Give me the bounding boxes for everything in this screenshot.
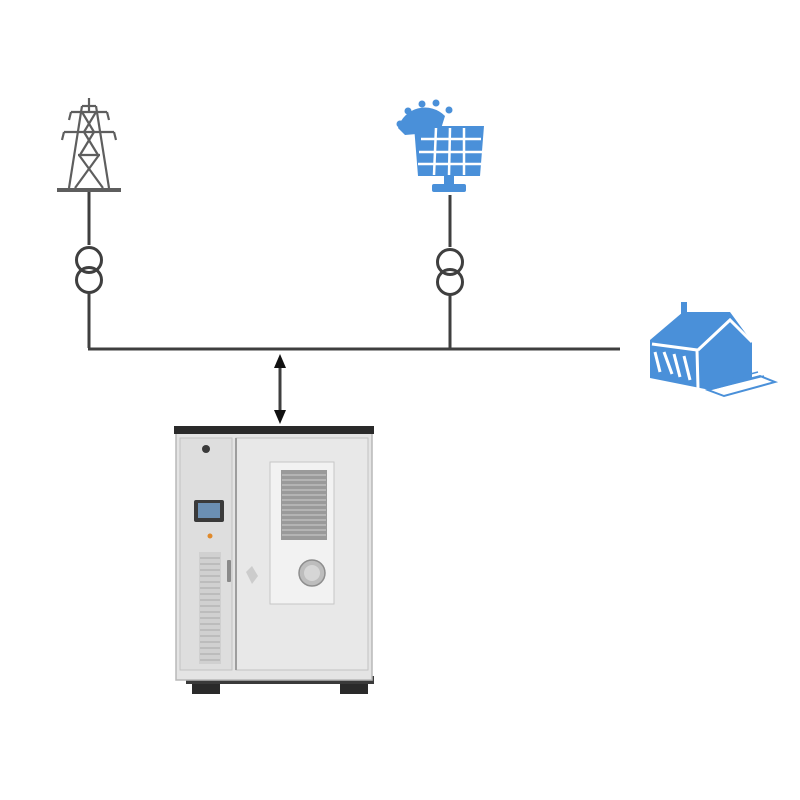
house-icon: [650, 302, 779, 398]
bidirectional-arrow-icon: [274, 354, 286, 424]
battery-cabinet-icon: [174, 426, 374, 694]
panel-grid-icon: [414, 126, 484, 192]
solar-panel-icon: [396, 99, 484, 192]
transformer-icon: [436, 248, 464, 296]
transmission-tower-icon: [57, 98, 121, 192]
transformer-icon: [75, 246, 103, 294]
